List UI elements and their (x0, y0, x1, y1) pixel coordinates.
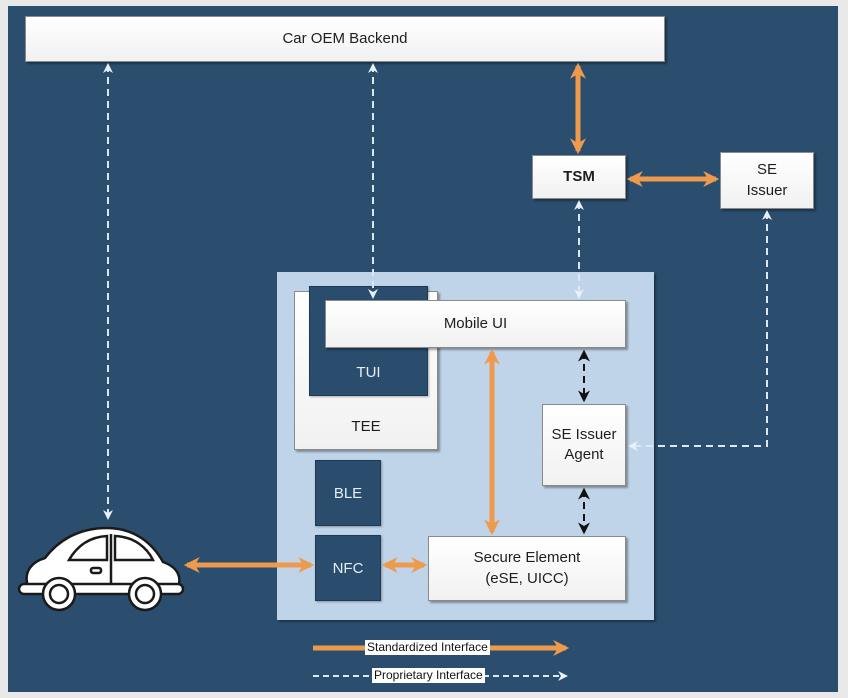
se-issuer-node: SE Issuer (720, 152, 814, 209)
legend-proprietary-label: Proprietary Interface (372, 668, 485, 683)
tsm-node: TSM (532, 155, 626, 199)
ble-node: BLE (315, 460, 381, 526)
se-issuer-label: SE Issuer (746, 161, 788, 199)
mobile-ui-label: Mobile UI (443, 314, 508, 332)
car-oem-backend-label: Car OEM Backend (282, 29, 408, 47)
secure-element-label: Secure Element (eSE, UICC) (473, 549, 581, 587)
se-issuer-agent-label: SE Issuer Agent (551, 425, 617, 463)
tee-label: TEE (351, 417, 381, 435)
tsm-label: TSM (563, 167, 595, 185)
nfc-node: NFC (315, 535, 381, 601)
se-issuer-agent-node: SE Issuer Agent (542, 404, 626, 486)
car-oem-backend-node: Car OEM Backend (25, 16, 665, 62)
nfc-label: NFC (332, 559, 364, 577)
secure-element-node: Secure Element (eSE, UICC) (428, 536, 626, 601)
mobile-ui-node: Mobile UI (325, 300, 626, 348)
ble-label: BLE (333, 484, 363, 502)
tui-label: TUI (356, 364, 381, 381)
legend-standardized-label: Standardized Interface (365, 640, 490, 655)
